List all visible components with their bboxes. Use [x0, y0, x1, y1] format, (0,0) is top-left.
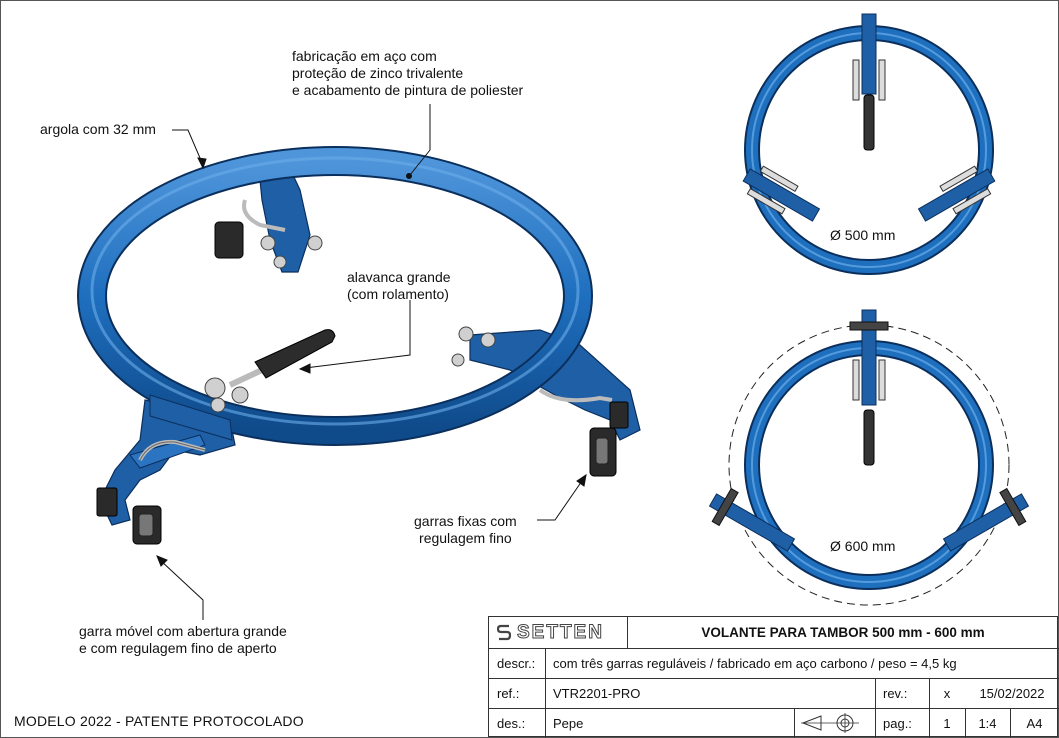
large-lever: [204, 329, 336, 413]
view-600mm: [708, 309, 1030, 606]
leader-lines: [156, 104, 587, 620]
logo-text: SETTEN: [517, 621, 604, 643]
ref-value: VTR2201-PRO: [553, 685, 641, 701]
note-fabricacao-line: proteção de zinco trivalente: [292, 65, 464, 81]
ref-label: ref.:: [497, 685, 520, 701]
model-patent-label: MODELO 2022 - PATENTE PROTOCOLADO: [14, 713, 304, 729]
drawing-title: VOLANTE PARA TAMBOR 500 mm - 600 mm: [701, 625, 985, 640]
rev-label: rev.:: [883, 685, 908, 701]
view-500mm: [742, 13, 996, 275]
format-value: A4: [1026, 715, 1043, 731]
scale-value: 1:4: [978, 715, 997, 731]
note-alavanca-line: (com rolamento): [347, 286, 449, 302]
diameter-600-label: Ø 600 mm: [830, 538, 896, 554]
note-garras-fixas-line: regulagem fino: [419, 530, 512, 546]
top-clamp: [214, 157, 323, 273]
rev-value: x: [943, 685, 951, 701]
note-garras-fixas-line: garras fixas com: [414, 513, 517, 529]
note-garras-fixas: garras fixas com regulagem fino: [414, 513, 517, 547]
descr-label: descr.:: [497, 655, 536, 671]
note-fabricacao: fabricação em aço com proteção de zinco …: [292, 48, 523, 99]
note-fabricacao-line: e acabamento de pintura de poliester: [292, 82, 524, 98]
des-label: des.:: [497, 715, 526, 731]
main-wheel-view: [77, 146, 641, 545]
note-alavanca-line: alavanca grande: [347, 269, 451, 285]
des-value: Pepe: [553, 715, 584, 731]
descr-value: com três garras reguláveis / fabricado e…: [553, 655, 957, 671]
note-fabricacao-line: fabricação em aço com: [292, 48, 437, 64]
projection-symbol-icon: [801, 708, 861, 738]
fixed-clamp: [451, 326, 641, 477]
date-value: 15/02/2022: [979, 685, 1045, 701]
note-argola: argola com 32 mm: [40, 121, 156, 137]
pag-value: 1: [943, 715, 951, 731]
title-block: SETTEN VOLANTE PARA TAMBOR 500 mm - 600 …: [488, 616, 1059, 738]
note-alavanca: alavanca grande (com rolamento): [347, 269, 451, 303]
pag-label: pag.:: [883, 715, 912, 731]
note-garra-movel-line: e com regulagem fino de aperto: [79, 640, 277, 656]
diameter-500-label: Ø 500 mm: [830, 227, 896, 243]
logo-icon: [496, 623, 512, 643]
note-garra-movel: garra móvel com abertura grande e com re…: [79, 623, 287, 657]
note-garra-movel-line: garra móvel com abertura grande: [79, 623, 287, 639]
brand-logo: SETTEN: [496, 617, 604, 648]
